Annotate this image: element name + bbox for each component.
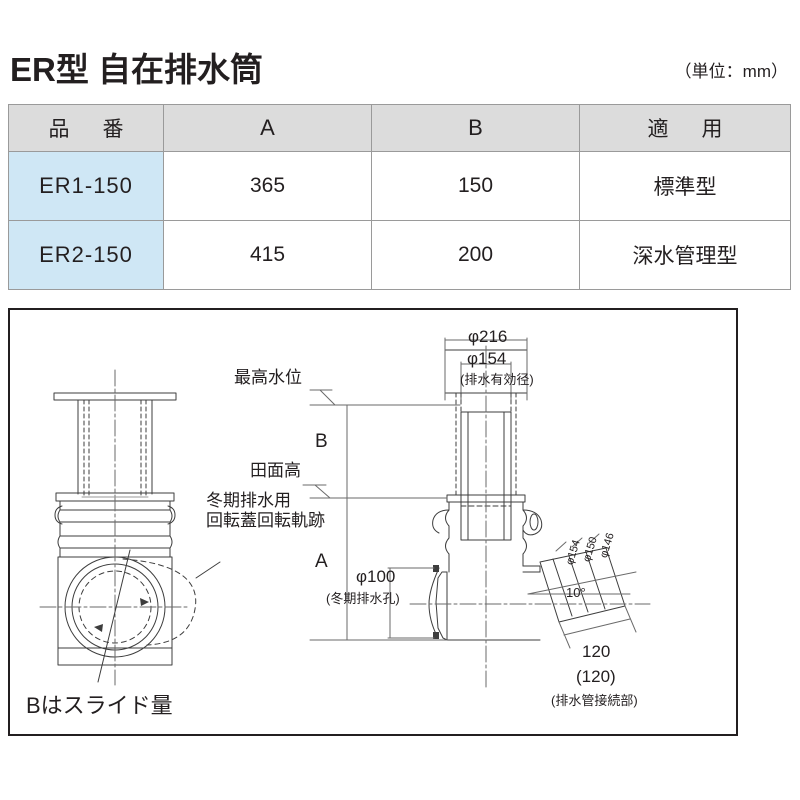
label-dia-216: φ216	[468, 327, 508, 346]
cell-a: 415	[163, 220, 372, 290]
right-section-view	[309, 337, 651, 691]
cell-b: 200	[371, 220, 580, 290]
column-header-a: A	[163, 104, 372, 152]
cell-model: ER1-150	[8, 151, 164, 221]
drawing-linework	[39, 337, 651, 691]
cell-a: 365	[163, 151, 372, 221]
slide-amount-note: Bはスライド量	[26, 693, 173, 718]
table-row: ER1-150 365 150 標準型	[8, 151, 791, 221]
cell-use: 標準型	[579, 151, 791, 221]
left-elevation-view	[39, 369, 221, 686]
column-header-b: B	[371, 104, 580, 152]
label-length-120: 120	[582, 642, 611, 661]
column-header-use: 適 用	[579, 104, 791, 152]
cell-use: 深水管理型	[579, 220, 791, 290]
label-max-water-level: 最高水位	[234, 368, 302, 387]
dimension-label-b: B	[315, 431, 328, 452]
specification-table: 品 番 A B 適 用 ER1-150 365 150 標準型 ER2-150 …	[8, 104, 791, 290]
page-title: ER型 自在排水筒	[10, 51, 264, 88]
technical-drawing: φ216 φ154 (排水有効径) 最高水位 田面高 冬期排水用 回転蓋回転軌跡…	[8, 308, 738, 736]
label-winter-drain-lid-line2: 回転蓋回転軌跡	[206, 511, 325, 530]
dimension-label-a: A	[315, 551, 328, 572]
table-row: ER2-150 415 200 深水管理型	[8, 220, 791, 290]
label-winter-drain-lid-line1: 冬期排水用	[206, 491, 291, 510]
unit-note: （単位：mm）	[674, 62, 788, 81]
label-dia-154-sub: (排水有効径)	[460, 372, 534, 387]
column-header-model: 品 番	[8, 104, 164, 152]
label-pipe-connection: (排水管接続部)	[551, 693, 638, 708]
title-row: ER型 自在排水筒 （単位：mm）	[8, 51, 792, 98]
label-dia-100: φ100	[356, 567, 396, 586]
cell-model: ER2-150	[8, 220, 164, 290]
cell-b: 150	[371, 151, 580, 221]
label-angle-10: 10°	[566, 585, 586, 600]
table-body: ER1-150 365 150 標準型 ER2-150 415 200 深水管理…	[8, 151, 791, 290]
label-dia-154: φ154	[467, 349, 507, 368]
dimension-lines	[302, 389, 461, 641]
table-header-row: 品 番 A B 適 用	[8, 104, 791, 152]
table-header: 品 番 A B 適 用	[8, 104, 791, 152]
label-length-120-paren: (120)	[576, 667, 616, 686]
label-field-level: 田面高	[250, 461, 301, 480]
label-dia-100-sub: (冬期排水孔)	[326, 591, 400, 606]
